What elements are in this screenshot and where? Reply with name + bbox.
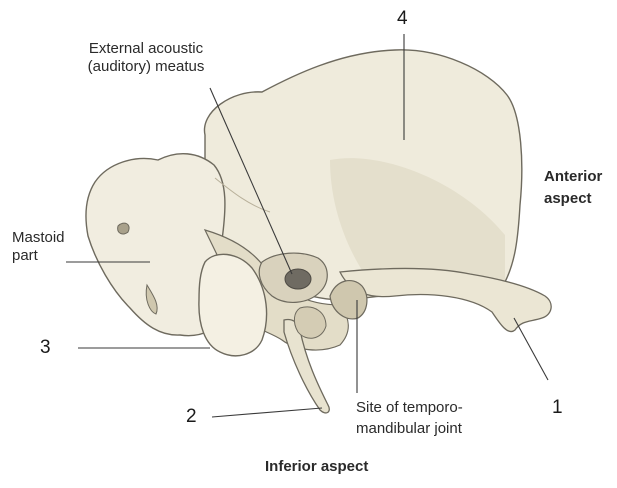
label-anterior-aspect: Anterior aspect <box>544 166 602 210</box>
external-acoustic-meatus <box>285 269 311 289</box>
label-number-1: 1 <box>552 397 563 419</box>
zygomatic-process <box>340 269 551 332</box>
leader-1 <box>514 318 548 380</box>
label-number-2: 2 <box>186 406 197 428</box>
label-external-acoustic-meatus: External acoustic (auditory) meatus <box>56 40 236 76</box>
label-mastoid-part: Mastoid part <box>12 229 65 265</box>
label-inferior-aspect: Inferior aspect <box>265 458 368 476</box>
mastoid-foramen <box>118 223 129 234</box>
label-tmj-site: Site of temporo- mandibular joint <box>356 397 463 439</box>
leader-2 <box>212 408 322 417</box>
label-number-3: 3 <box>40 337 51 359</box>
label-number-4: 4 <box>397 8 408 30</box>
